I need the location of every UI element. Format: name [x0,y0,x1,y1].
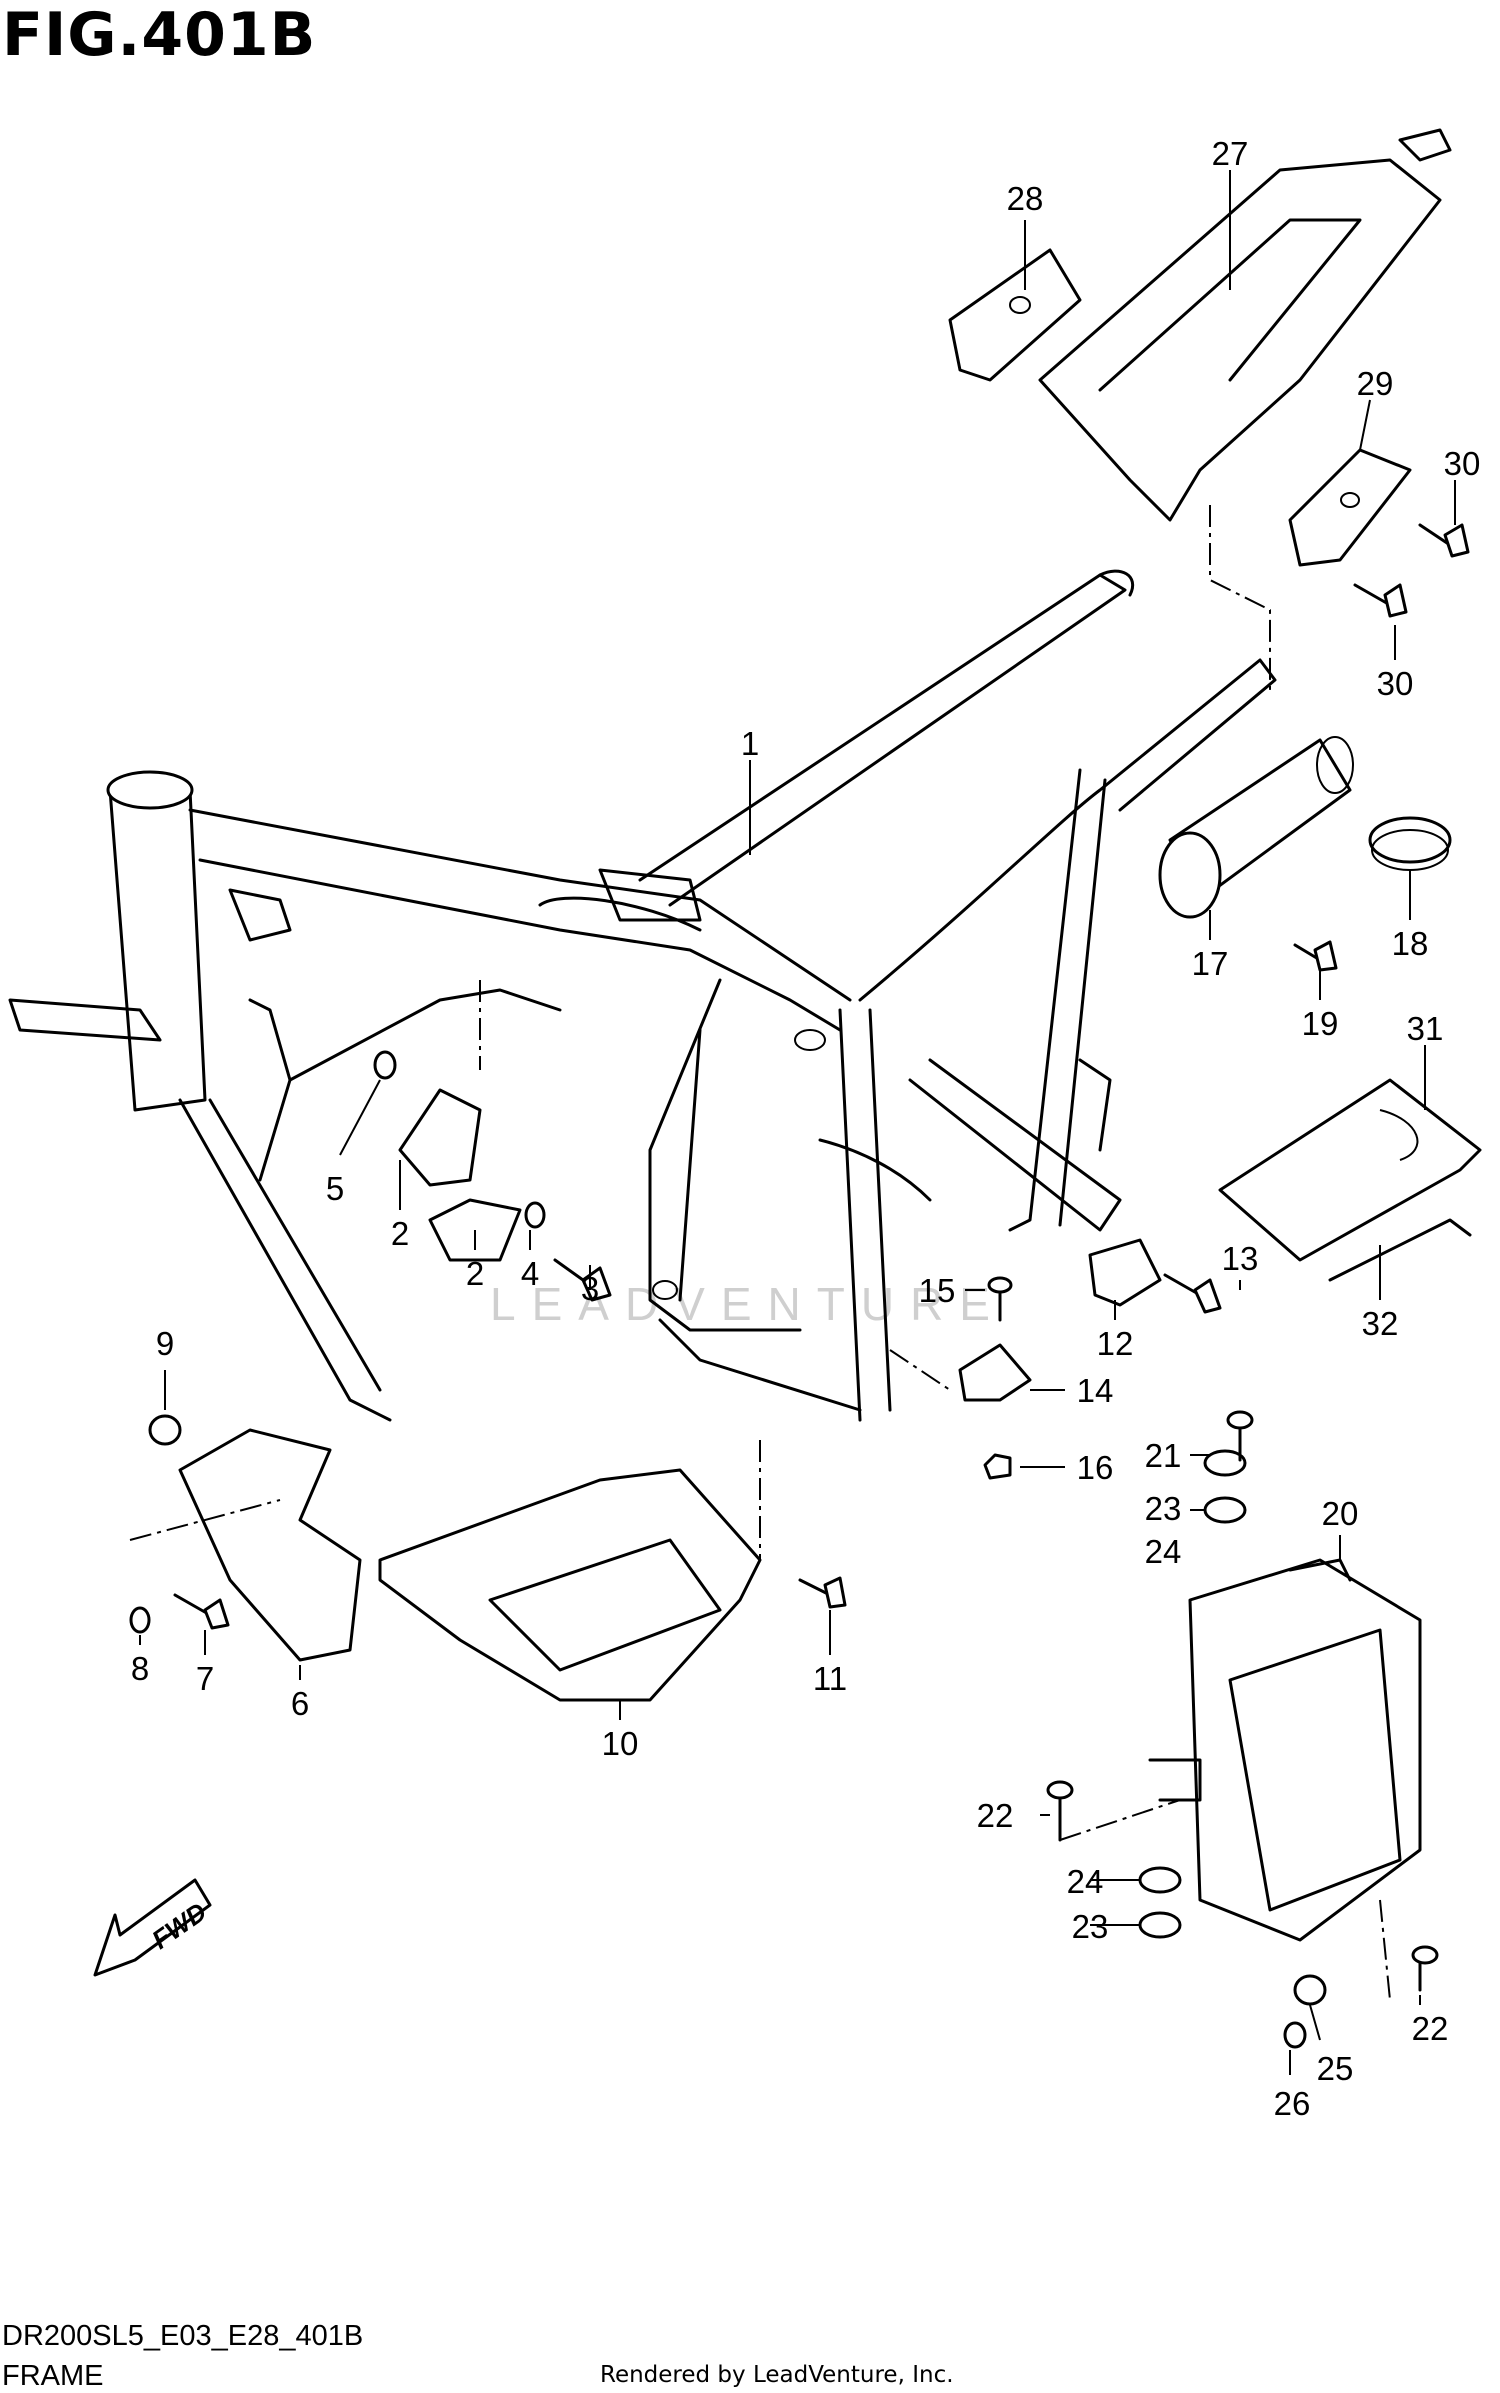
callout-2: 2 [466,1255,484,1292]
callout-21: 21 [1145,1437,1182,1474]
rear-fender-bracket [948,128,1470,618]
assembly-lines [129,505,1391,2001]
front-lower-plate [129,1414,362,1662]
figure-caption: FRAME [2,2360,104,2392]
callout-18: 18 [1392,925,1429,962]
watermark-text: LEADVENTURE [490,1278,1006,1330]
callout-16: 16 [1077,1449,1114,1486]
callout-30: 30 [1377,665,1414,702]
callout-13: 13 [1222,1240,1259,1277]
callout-2: 2 [391,1215,409,1252]
model-code: DR200SL5_E03_E28_401B [2,2320,364,2352]
callout-26: 26 [1274,2085,1311,2122]
air-cleaner-parts [1158,736,1452,972]
callout-23: 23 [1072,1908,1109,1945]
main-frame [8,569,1277,1422]
callout-6: 6 [291,1685,309,1722]
leader-lines [139,170,1456,2075]
render-credit: Rendered by LeadVenture, Inc. [600,2362,954,2388]
callout-11: 11 [813,1660,847,1697]
callout-32: 32 [1362,1305,1399,1342]
callout-3: 3 [581,1270,599,1307]
callout-20: 20 [1322,1495,1359,1532]
callout-15: 15 [919,1272,956,1309]
rubber-mount-parts [958,1238,1222,1480]
callout-14: 14 [1077,1372,1114,1409]
callout-27: 27 [1212,135,1249,172]
callout-9: 9 [156,1325,174,1362]
callout-24: 24 [1067,1863,1104,1900]
engine-mount-brackets [373,1050,612,1302]
callout-30: 30 [1444,445,1481,482]
figure-title: FIG.401B [2,0,317,70]
battery-case-parts [1046,1410,1439,2049]
callout-7: 7 [196,1660,214,1697]
callout-12: 12 [1097,1325,1134,1362]
callout-23: 23 [1145,1490,1182,1527]
callout-29: 29 [1357,365,1394,402]
forward-direction-arrow: FWD [93,1878,212,1977]
tool-bag-parts [1218,1078,1482,1282]
callout-24: 24 [1145,1533,1182,1570]
skid-plate [378,1468,847,1702]
callout-25: 25 [1317,2050,1354,2087]
callout-17: 17 [1192,945,1229,982]
callout-28: 28 [1007,180,1044,217]
callout-10: 10 [602,1725,639,1762]
callout-5: 5 [326,1170,344,1207]
callout-22: 22 [977,1797,1014,1834]
callout-4: 4 [521,1255,539,1292]
callout-31: 31 [1407,1010,1444,1047]
callout-19: 19 [1302,1005,1339,1042]
callout-1: 1 [741,725,759,762]
callout-22: 22 [1412,2010,1449,2047]
callout-8: 8 [131,1650,149,1687]
